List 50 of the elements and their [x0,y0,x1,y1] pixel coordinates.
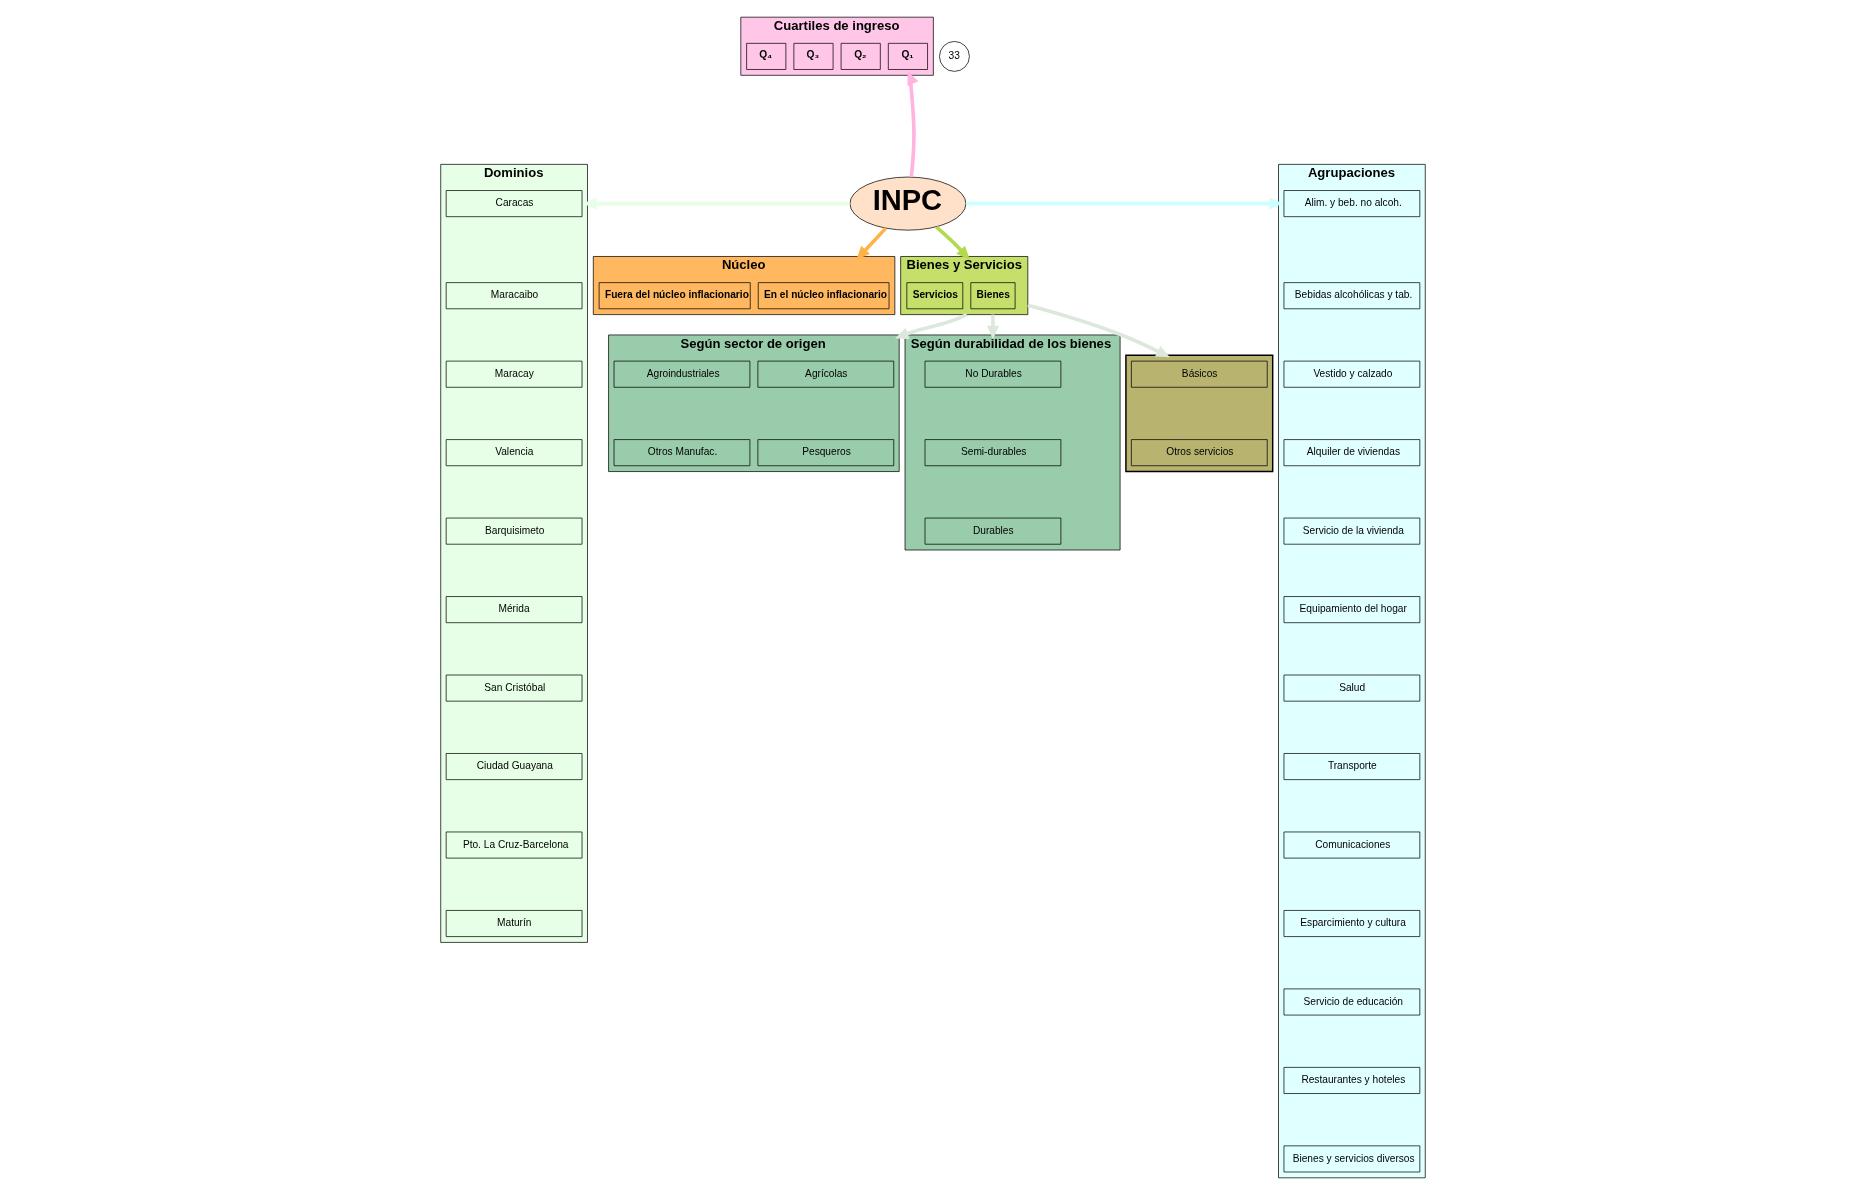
node-box: Vestido y calzado [1283,360,1421,388]
node-box: Barquisimeto [445,517,583,545]
node-box: Fuera del núcleo inflacionario [598,282,751,310]
node-box: Básicos [1131,360,1268,388]
node-box: Bebidas alcohólicas y tab. [1283,282,1421,310]
node-box: Q₃ [793,42,834,70]
node-box: Transporte [1283,753,1421,780]
node-box: Maracay [445,360,583,388]
arrow [895,312,968,340]
node-box: Mérida [445,596,583,624]
arrow [1027,303,1170,358]
node-box: Caracas [445,190,583,218]
node-box: Servicio de la vivienda [1283,517,1421,545]
node-box: Equipamiento del hogar [1283,596,1421,624]
arrow [907,71,919,178]
node-box: Alquiler de viviendas [1283,439,1421,467]
node-box: Salud [1283,674,1421,702]
node-box: Valencia [445,439,583,467]
cluster [1125,354,1274,473]
node-ellipse: INPC [849,176,967,231]
node-box: Alim. y beb. no alcoh. [1283,190,1421,218]
node-box: Q₁ [887,42,928,70]
node-box: Agrícolas [757,360,895,388]
arrow [966,197,1284,210]
node-box: Servicio de educación [1283,988,1421,1016]
node-box: Otros servicios [1131,439,1268,467]
arrow [856,227,887,260]
node-box: Comunicaciones [1283,831,1421,859]
node-box: Ciudad Guayana [445,753,583,780]
arrow [935,225,970,260]
node-box: Restaurantes y hoteles [1283,1067,1421,1094]
node-box: En el núcleo inflacionario [757,282,890,310]
arrow [987,314,999,340]
node-box: Q₄ [746,42,787,70]
node-box: Semi-durables [924,439,1062,467]
node-box: Maracaibo [445,282,583,310]
node-box: Q₂ [840,42,881,70]
node-box: Maturín [445,910,583,937]
node-box: San Cristóbal [445,674,583,702]
node-box: Pto. La Cruz-Barcelona [445,831,583,859]
node-circle: 33 [939,41,970,72]
node-box: Bienes y servicios diversos [1283,1145,1421,1173]
node-box: Durables [924,517,1062,545]
node-box: Bienes [970,282,1016,310]
node-box: Agroindustriales [613,360,751,388]
node-box: Esparcimiento y cultura [1283,910,1421,937]
node-box: No Durables [924,360,1062,388]
node-box: Pesqueros [757,439,895,467]
node-box: Servicios [906,282,964,310]
node-box: Otros Manufac. [613,439,751,467]
